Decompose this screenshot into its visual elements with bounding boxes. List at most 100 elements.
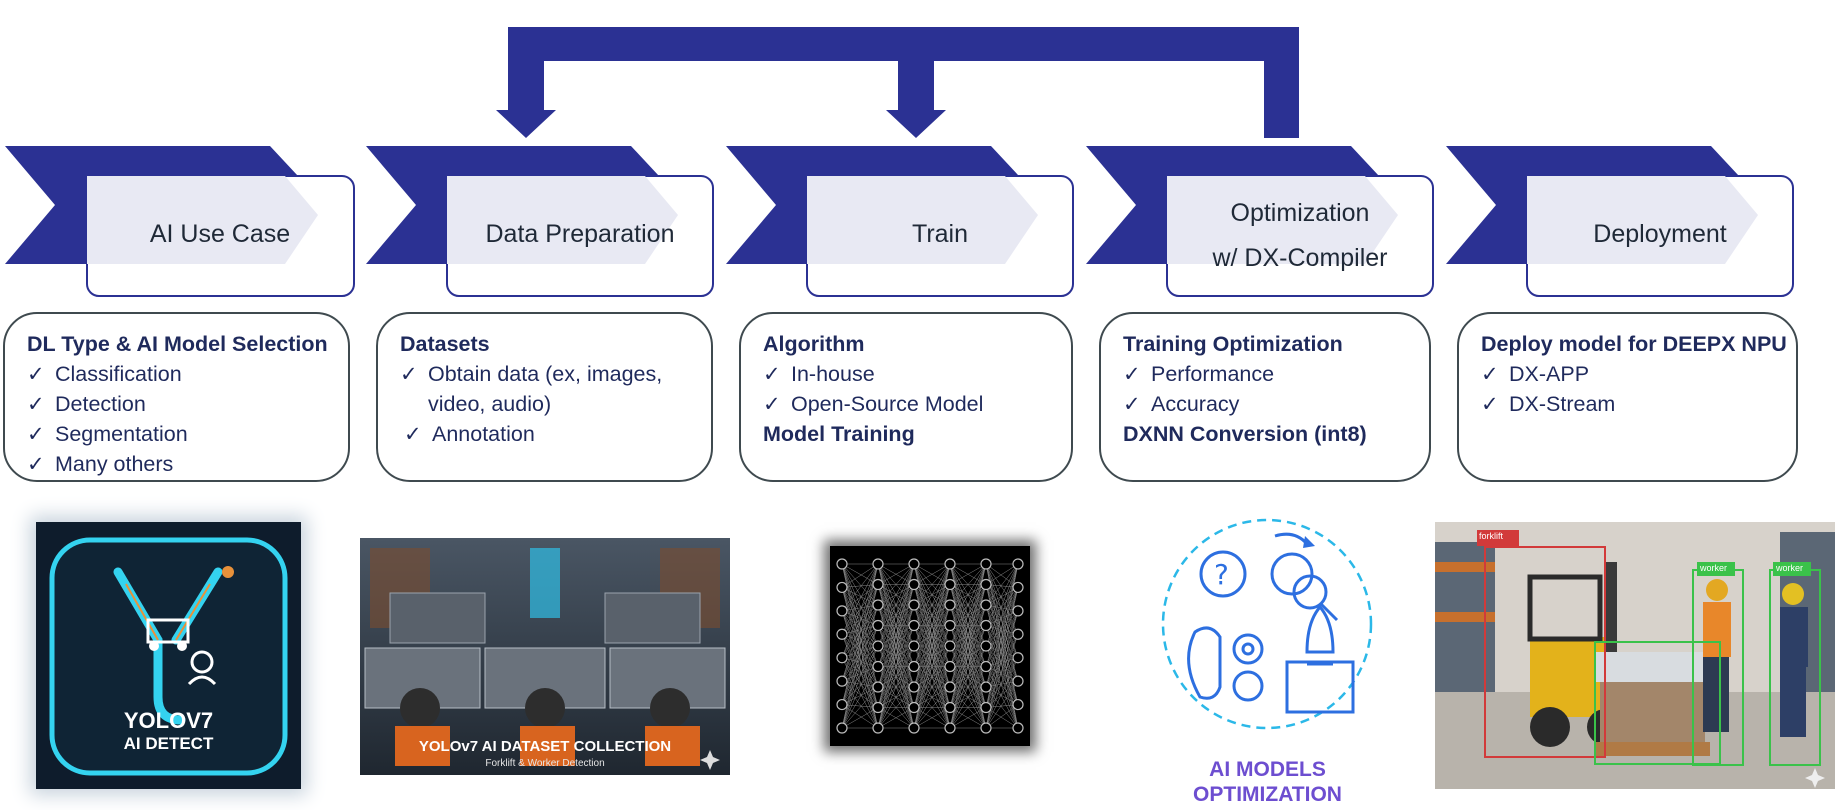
nn-edge	[841, 563, 879, 626]
optimization-icon: ?	[1161, 518, 1373, 730]
nn-node	[908, 640, 920, 652]
nn-edge	[985, 634, 1019, 729]
nn-node	[872, 558, 884, 570]
nn-edge	[985, 657, 1019, 688]
nn-node	[836, 558, 848, 570]
nn-edge	[949, 563, 987, 688]
nn-edge	[841, 634, 879, 647]
nn-edge	[841, 587, 879, 626]
nn-edge	[985, 584, 1019, 635]
nn-edge	[985, 584, 1019, 658]
nn-edge	[949, 625, 987, 729]
nn-edge	[985, 587, 1019, 647]
nn-node	[836, 722, 848, 734]
nn-edge	[949, 707, 987, 729]
nn-edge	[841, 657, 879, 688]
nn-edge	[841, 645, 879, 705]
nn-edge	[841, 645, 879, 658]
desc-item: Classification	[27, 362, 182, 387]
nn-node	[1012, 628, 1024, 640]
nn-edge	[985, 634, 1019, 647]
nn-node	[1012, 675, 1024, 687]
nn-edge	[913, 563, 951, 729]
desc-footer: DXNN Conversion (int8)	[1123, 422, 1367, 446]
desc-box-optimization: Training Optimization Performance Accura…	[1099, 312, 1431, 482]
desc-heading: Training Optimization	[1123, 332, 1343, 356]
nn-edge	[877, 563, 915, 647]
detection-tag-worker-1: worker	[1700, 563, 1728, 573]
nn-edge	[841, 587, 879, 688]
nn-edge	[949, 563, 987, 585]
nn-edge	[913, 563, 951, 606]
nn-edge	[841, 610, 879, 729]
forklift-detection-illustration	[1435, 522, 1835, 789]
nn-node	[944, 722, 956, 734]
nn-edge	[985, 563, 1019, 626]
nn-node	[908, 619, 920, 632]
nn-node	[908, 660, 920, 673]
nn-node	[836, 652, 848, 664]
nn-edge	[841, 625, 879, 705]
nn-edge	[841, 587, 879, 729]
nn-edge	[877, 584, 915, 729]
nn-edge	[841, 563, 879, 667]
nn-edge	[877, 563, 915, 626]
nn-edge	[841, 707, 879, 729]
nn-edge	[985, 563, 1019, 729]
nn-edge	[985, 610, 1019, 626]
nn-edge	[985, 625, 1019, 705]
nn-edge	[985, 610, 1019, 667]
neural-network-image	[830, 546, 1030, 746]
nn-edge	[841, 610, 879, 688]
nn-node	[836, 581, 848, 594]
nn-edge	[841, 604, 879, 612]
nn-edge	[985, 704, 1019, 729]
dataset-collection-image: YOLOv7 AI DATASET COLLECTION Forklift & …	[360, 538, 730, 775]
chevron-ai-use-case	[5, 146, 355, 297]
nn-edge	[985, 563, 1019, 667]
neural-network-icon	[836, 558, 1024, 734]
nn-edge	[913, 666, 951, 729]
nn-edge	[877, 666, 915, 729]
nn-node	[836, 675, 848, 687]
nn-edge	[841, 563, 879, 729]
desc-item: Annotation	[404, 422, 535, 447]
nn-edge	[949, 584, 987, 729]
nn-node	[944, 558, 956, 570]
nn-node	[1012, 652, 1024, 664]
nn-edge	[841, 625, 879, 729]
nn-edge	[985, 587, 1019, 688]
nn-edge	[913, 563, 951, 626]
nn-edge	[841, 604, 879, 682]
nn-node	[980, 599, 992, 611]
nn-edge	[913, 584, 951, 729]
nn-edge	[985, 610, 1019, 708]
nn-edge	[841, 587, 879, 606]
nn-edge	[841, 584, 879, 729]
desc-item: Obtain data (ex, images,	[400, 362, 662, 387]
nn-edge	[841, 625, 879, 658]
nn-edge	[985, 625, 1019, 658]
desc-heading: Datasets	[400, 332, 490, 356]
nn-edge	[877, 604, 915, 729]
nn-node	[980, 701, 992, 714]
nn-edge	[949, 563, 987, 708]
deployment-photo-image: forklift worker worker	[1435, 522, 1835, 789]
nn-edge	[841, 563, 879, 682]
nn-edge	[985, 686, 1019, 729]
nn-edge	[841, 657, 879, 667]
chevron-train	[726, 146, 1074, 297]
dataset-image-title: YOLOv7 AI DATASET COLLECTION	[418, 738, 672, 755]
nn-node	[980, 640, 992, 652]
nn-edge	[841, 634, 879, 708]
nn-edge	[985, 610, 1019, 688]
desc-item-continuation: video, audio)	[428, 392, 552, 416]
nn-edge	[841, 584, 879, 612]
nn-edge	[841, 657, 879, 729]
nn-edge	[913, 707, 951, 729]
nn-node	[908, 701, 920, 714]
nn-node	[872, 640, 884, 652]
nn-edge	[985, 666, 1019, 705]
desc-item: Accuracy	[1123, 392, 1240, 417]
